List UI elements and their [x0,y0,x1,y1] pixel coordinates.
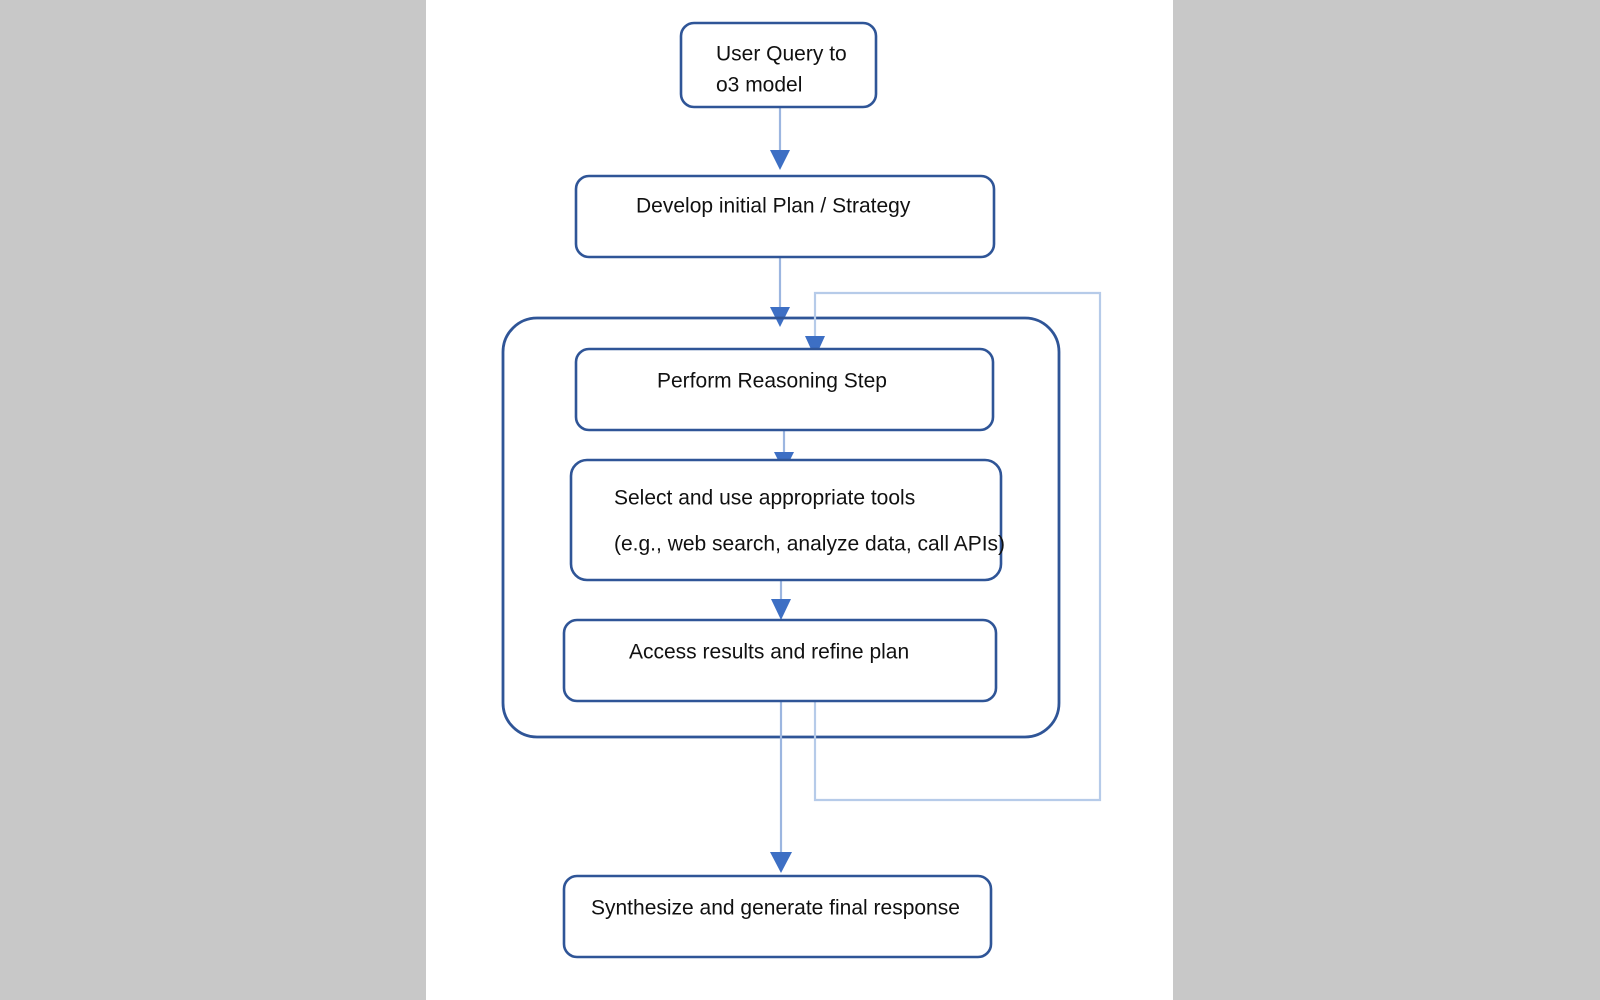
node-select-tools-label-line1: Select and use appropriate tools [614,487,915,510]
node-reasoning-step[interactable]: Perform Reasoning Step [574,347,995,432]
node-user-query[interactable]: User Query to o3 model [679,21,878,109]
node-user-query-box[interactable] [679,21,878,109]
node-access-results[interactable]: Access results and refine plan [562,618,998,703]
edge-feedback-loop-arrowhead [805,336,825,358]
node-reasoning-step-box[interactable] [574,347,995,432]
node-final-response[interactable]: Synthesize and generate final response [562,874,993,959]
node-reasoning-step-label: Perform Reasoning Step [657,370,887,393]
node-develop-plan[interactable]: Develop initial Plan / Strategy [574,174,996,259]
node-select-tools-box[interactable] [569,458,1003,582]
node-user-query-label-line1: User Query to [716,43,847,66]
edge-plan-to-reasoning [770,257,790,327]
node-develop-plan-label: Develop initial Plan / Strategy [636,195,911,218]
edge-query-to-plan [770,107,790,170]
node-final-response-box[interactable] [562,874,993,959]
edge-tools-to-results-arrowhead [771,599,791,620]
edge-feedback-loop-line [813,291,1102,802]
edge-tools-to-results [771,580,791,620]
node-develop-plan-box[interactable] [574,174,996,259]
node-final-response-label: Synthesize and generate final response [591,897,960,920]
edge-results-to-final-arrowhead [770,852,792,873]
node-access-results-label: Access results and refine plan [629,641,909,664]
node-access-results-box[interactable] [562,618,998,703]
edge-results-to-final [770,701,792,873]
edge-query-to-plan-arrowhead [770,150,790,170]
node-user-query-label-line2: o3 model [716,74,802,97]
node-select-tools-label-line2: (e.g., web search, analyze data, call AP… [614,533,1005,556]
node-select-tools[interactable]: Select and use appropriate tools (e.g., … [569,458,1005,582]
edge-feedback-loop [805,291,1102,802]
